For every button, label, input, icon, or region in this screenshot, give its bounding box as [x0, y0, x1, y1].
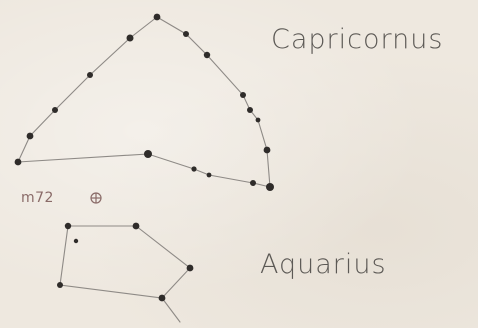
aquarius-label: Aquarius: [260, 249, 387, 280]
capricornus-constellation: [14, 13, 274, 191]
aquarius-star: [57, 282, 63, 288]
aquarius-outline: [59, 225, 191, 299]
capricornus-left-arc: [17, 16, 158, 163]
aquarius-star: [158, 294, 166, 302]
circled-plus-icon: [90, 192, 102, 204]
aquarius-star: [73, 238, 79, 244]
capricornus-star: [250, 180, 256, 186]
capricornus-star: [263, 146, 271, 154]
capricornus-star: [14, 158, 22, 166]
aquarius-star: [64, 222, 72, 230]
capricornus-star: [144, 150, 152, 158]
capricornus-bottom-line: [17, 153, 271, 188]
capricornus-star: [191, 166, 197, 172]
m72-label: m72: [21, 190, 54, 206]
capricornus-star: [255, 117, 261, 123]
capricornus-star: [153, 13, 161, 21]
capricornus-star: [206, 172, 212, 178]
capricornus-star: [203, 51, 211, 59]
aquarius-tail: [161, 297, 181, 323]
capricornus-star: [52, 107, 58, 113]
capricornus-label: Capricornus: [271, 24, 444, 55]
capricornus-right-arc: [156, 16, 271, 188]
capricornus-star: [247, 107, 253, 113]
capricornus-star: [266, 183, 274, 191]
aquarius-star: [186, 264, 194, 272]
capricornus-star: [26, 132, 34, 140]
capricornus-star: [183, 31, 189, 37]
capricornus-star: [87, 72, 93, 78]
aquarius-star: [132, 222, 140, 230]
capricornus-star: [240, 92, 246, 98]
capricornus-star: [126, 34, 134, 42]
aquarius-constellation: [57, 222, 194, 323]
